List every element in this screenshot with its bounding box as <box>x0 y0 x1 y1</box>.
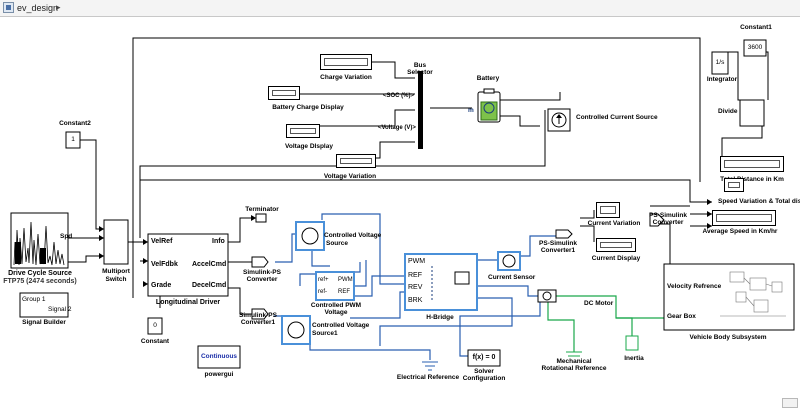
solver-configuration-label-1: Solver <box>474 368 494 375</box>
charge-variation-scope[interactable] <box>320 54 372 70</box>
dc-motor-label: DC Motor <box>584 300 614 307</box>
breadcrumb-bar: ev_design ▸ <box>0 0 800 17</box>
ld-accel-port: AccelCmd <box>192 261 227 268</box>
powergui-mode[interactable]: Continuous <box>200 353 238 360</box>
solver-configuration-label-2: Configuration <box>462 375 506 382</box>
current-display[interactable] <box>596 238 636 252</box>
pwm-pwm-port: PWM <box>338 277 353 283</box>
controlled-pwm-label-2: Voltage <box>324 309 348 316</box>
powergui-label: powergui <box>204 371 234 378</box>
ps-simulink-converter1-label-2: Converter1 <box>540 247 576 254</box>
ld-velref-port: VelRef <box>151 238 173 245</box>
speed-variation-label: Speed Variation & Total distance <box>718 198 800 205</box>
mech-ref-label-2: Rotational Reference <box>541 365 607 372</box>
breadcrumb-arrow-icon[interactable]: ▸ <box>56 2 61 12</box>
controlled-voltage-source-label-2: Source <box>326 240 349 247</box>
integrator-symbol: 1/s <box>715 59 725 66</box>
mech-ref-label-1: Mechanical <box>556 358 592 365</box>
hbridge-rev-port: REV <box>408 284 423 291</box>
total-distance-display[interactable] <box>720 156 784 172</box>
inertia-label: Inertia <box>624 355 644 362</box>
bus-selector-bar <box>418 71 423 149</box>
controlled-voltage-source-label-1: Controlled Voltage <box>324 232 382 239</box>
vehicle-body-label: Vehicle Body Subsystem <box>689 334 767 341</box>
signal-builder-signal: Signal 2 <box>48 306 72 313</box>
speed-variation-scope[interactable] <box>724 178 744 192</box>
voltage-display-label: Voltage DIsplay <box>285 143 333 150</box>
ld-decel-port: DecelCmd <box>192 282 227 289</box>
drive-cycle-port-spd: Spd <box>60 233 73 240</box>
voltage-variation-scope[interactable] <box>336 154 376 168</box>
current-variation-scope[interactable] <box>596 202 620 218</box>
total-distance-label: Total Distance in Km <box>720 176 784 183</box>
battery-charge-display[interactable] <box>268 86 300 100</box>
charge-variation-label: Charge Variation <box>320 74 372 81</box>
ps-simulink-converter1-label-1: PS-Simulink <box>539 240 577 247</box>
simulink-ps-converter1-label-1: Simulink-PS <box>239 312 277 319</box>
electrical-reference-label: Electrical Reference <box>396 374 460 381</box>
controlled-voltage-source1-label-2: Source1 <box>312 330 338 337</box>
model-icon <box>3 2 14 13</box>
current-variation-label: Current Variation <box>587 220 641 227</box>
controlled-pwm-label-1: Controlled PWM <box>310 302 362 309</box>
simulink-ps-converter-label-1: Simulink-PS <box>243 269 281 276</box>
soc-signal-label: <SOC (%)> <box>383 93 415 99</box>
drive-cycle-sub-label: FTP75 (2474 seconds) <box>3 278 77 285</box>
longitudinal-driver-label: Longitudinal Driver <box>155 299 221 306</box>
average-speed-label: Average Speed in Km/hr <box>702 228 778 235</box>
constant1-label: Constant1 <box>740 24 772 31</box>
multiport-switch-label-2: Switch <box>105 276 127 283</box>
battery-port-m: m <box>468 107 474 114</box>
integrator-label: Integrator <box>706 76 738 83</box>
hbridge-label: H-Bridge <box>426 314 454 321</box>
multiport-switch-label-1: Multiport <box>102 268 130 275</box>
terminator-label: Terminator <box>245 206 279 213</box>
constant2-label: Constant2 <box>59 120 91 127</box>
simulink-ps-converter-label-2: Converter <box>246 276 278 283</box>
signal-builder-group: Group 1 <box>22 296 46 303</box>
wiring-layer <box>10 37 795 371</box>
constant-value: 0 <box>153 322 157 329</box>
current-sensor-label: Current Sensor <box>488 274 536 281</box>
pwm-ref-minus-port: ref- <box>318 289 327 295</box>
drive-cycle-source-label: Drive Cycle Source <box>8 270 72 277</box>
constant2-value: 1 <box>71 136 75 143</box>
ld-grade-port: Grade <box>151 282 172 289</box>
model-canvas[interactable]: Charge Variation Battery Charge Display … <box>0 16 800 410</box>
controlled-current-source-label: Controlled Current Source <box>576 114 658 121</box>
ld-velfdbk-port: VelFdbk <box>151 261 178 268</box>
hbridge-brk-port: BRK <box>408 297 423 304</box>
current-display-label: Current Display <box>591 255 641 262</box>
constant1-value: 3600 <box>747 44 763 51</box>
pwm-refm-port: REF <box>338 289 350 295</box>
breadcrumb-model[interactable]: ev_design <box>17 3 59 13</box>
vehicle-body-velocity-port: Velocity Refrence <box>667 283 722 290</box>
hbridge-pwm-port: PWM <box>408 258 426 265</box>
ps-simulink-converter-label-2: Converter <box>652 219 684 226</box>
bus-selector-label-2: Selector <box>407 69 433 76</box>
voltage-signal-label: <Voltage (V)> <box>378 125 416 131</box>
divide-label: Divide <box>718 108 738 115</box>
zoom-indicator-button[interactable] <box>782 398 798 408</box>
constant-label: Constant <box>140 338 170 345</box>
voltage-display[interactable] <box>286 124 320 138</box>
controlled-voltage-source1-label-1: Controlled Voltage <box>312 322 370 329</box>
bus-selector-label-1: Bus <box>413 62 427 69</box>
battery-charge-display-label: Battery Charge Display <box>272 104 344 111</box>
hbridge-ref-port: REF <box>408 272 422 279</box>
simulink-ps-converter1-label-2: Converter1 <box>240 319 276 326</box>
pwm-ref-plus-port: ref+ <box>318 277 329 283</box>
ld-info-port: Info <box>212 238 225 245</box>
voltage-variation-label: Voltage Variation <box>323 173 377 180</box>
vehicle-body-gearbox-port: Gear Box <box>667 313 696 320</box>
battery-label: Battery <box>476 75 500 82</box>
solver-symbol: f(x) = 0 <box>472 354 496 361</box>
average-speed-display[interactable] <box>712 210 776 226</box>
signal-builder-label: Signal Builder <box>22 319 66 326</box>
ps-simulink-converter-label-1: PS-Simulink <box>649 212 687 219</box>
